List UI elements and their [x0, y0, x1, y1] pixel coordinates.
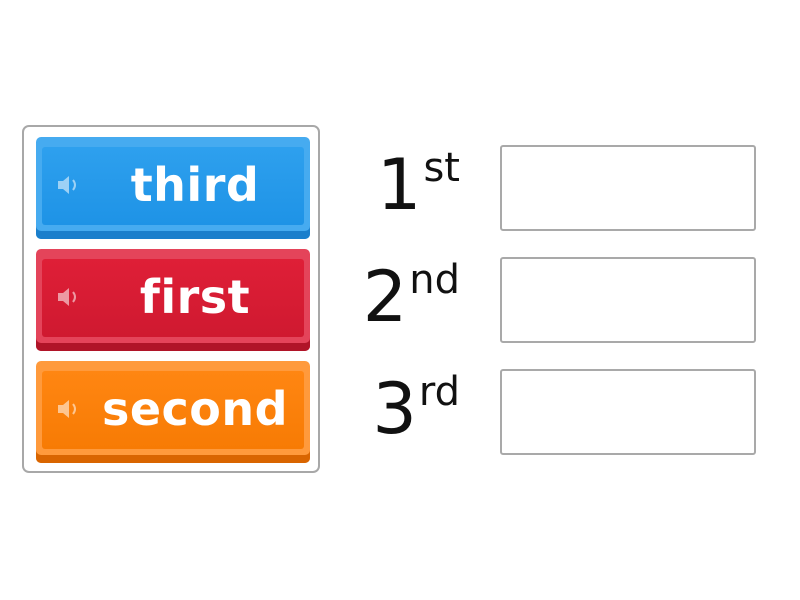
drop-slot-2[interactable]: [500, 257, 756, 343]
tile-third[interactable]: third: [36, 137, 310, 239]
speaker-icon[interactable]: [56, 175, 80, 195]
ordinal-label-3: 3rd: [372, 368, 460, 450]
speaker-icon[interactable]: [56, 287, 80, 307]
ordinal-label-1: 1st: [376, 144, 460, 226]
drop-slot-3[interactable]: [500, 369, 756, 455]
drop-slot-1[interactable]: [500, 145, 756, 231]
tile-label: first: [139, 270, 251, 324]
answer-tray: third first second: [22, 125, 320, 473]
ordinal-label-2: 2nd: [362, 256, 460, 338]
speaker-icon[interactable]: [56, 399, 80, 419]
tile-second[interactable]: second: [36, 361, 310, 463]
tile-label: third: [130, 158, 260, 212]
tile-first[interactable]: first: [36, 249, 310, 351]
tile-label: second: [101, 382, 289, 436]
